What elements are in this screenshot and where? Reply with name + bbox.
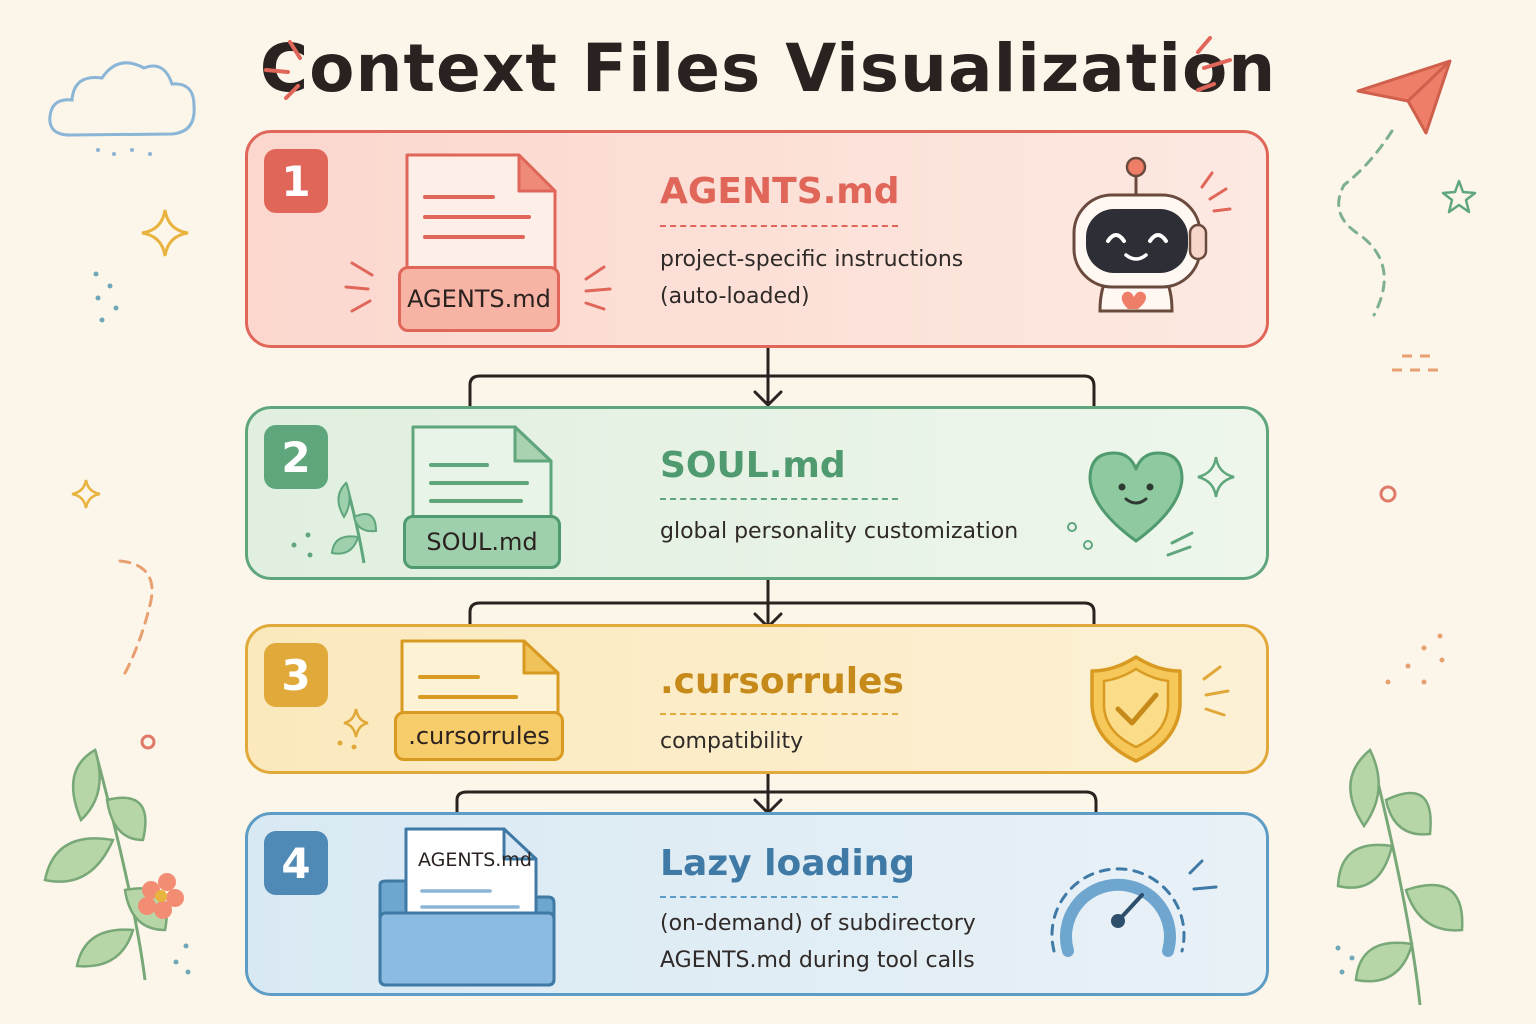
sparkle-icon xyxy=(1197,456,1235,498)
step-card-soul: 2 SOUL.md SOUL.md global personality cus… xyxy=(245,406,1269,580)
file-label: .cursorrules xyxy=(394,711,564,761)
dots-icon xyxy=(1335,945,1355,975)
dots-icon xyxy=(173,943,191,975)
dots-icon xyxy=(1385,633,1445,685)
file-label: SOUL.md xyxy=(403,515,561,569)
robot-icon xyxy=(1072,156,1208,313)
step-description: (on-demand) of subdirectory AGENTS.md du… xyxy=(660,911,976,973)
shield-check-icon xyxy=(1090,655,1182,763)
sparkle-lines-icon xyxy=(1200,171,1232,213)
step-card-cursorrules: 3 .cursorrules .cursorrules compatibilit… xyxy=(245,624,1269,774)
star-icon xyxy=(1441,179,1477,214)
sparkle-lines-icon xyxy=(584,265,612,311)
document-icon xyxy=(400,639,560,735)
dots-icon xyxy=(93,271,119,323)
connector-2-3 xyxy=(468,578,1096,629)
dots-icon xyxy=(1067,522,1093,550)
smiling-heart-icon xyxy=(1088,451,1184,543)
step-heading: AGENTS.md xyxy=(660,171,900,212)
leaf-sprig-icon xyxy=(330,481,378,564)
ring-icon xyxy=(1379,485,1397,503)
heading-underline xyxy=(660,896,898,898)
step-number-badge: 2 xyxy=(264,425,328,489)
step-heading: SOUL.md xyxy=(660,445,846,486)
step-heading: .cursorrules xyxy=(660,661,904,702)
page-title: Context Files Visualization xyxy=(259,30,1277,107)
file-label: AGENTS.md xyxy=(398,266,560,332)
document-icon xyxy=(405,153,557,279)
sparkle-icon xyxy=(337,708,369,750)
flower-icon xyxy=(138,873,184,919)
step-number-badge: 4 xyxy=(264,831,328,895)
paper-plane-icon xyxy=(1356,59,1452,135)
heading-underline xyxy=(660,713,898,715)
dots-icon xyxy=(291,532,313,558)
step-card-lazy-loading: 4 AGENTS.md Lazy loading (on-demand) of … xyxy=(245,812,1269,996)
plant-right-icon xyxy=(1336,748,1464,1006)
sparkle-lines-icon xyxy=(344,261,374,313)
title-sparkle-right-icon xyxy=(1196,36,1232,92)
dashed-swirl-icon xyxy=(118,559,154,677)
plant-left-icon xyxy=(43,748,184,981)
sparkle-lines-icon xyxy=(1188,859,1218,891)
title-sparkle-left-icon xyxy=(264,40,302,100)
step-description: project-specific instructions (auto-load… xyxy=(660,247,964,309)
sparkle-lines-icon xyxy=(1202,665,1230,717)
connector-3-4 xyxy=(455,772,1098,815)
small-sparkle-icon xyxy=(71,479,101,509)
sparkle-icon xyxy=(141,209,189,257)
dash-marks-icon xyxy=(1392,354,1438,372)
step-heading: Lazy loading xyxy=(660,843,916,884)
connector-1-2 xyxy=(468,346,1096,408)
step-number-badge: 3 xyxy=(264,643,328,707)
heading-underline xyxy=(660,225,898,227)
dashed-trail-icon xyxy=(1337,129,1394,317)
sparkle-lines-icon xyxy=(1166,531,1194,557)
step-description: global personality customization xyxy=(660,519,1019,544)
cloud-icon xyxy=(48,61,196,156)
heading-underline xyxy=(660,498,898,500)
file-label: AGENTS.md xyxy=(418,849,532,871)
step-number-badge: 1 xyxy=(264,149,328,213)
step-card-agents: 1 AGENTS.md AGENTS.md project-specific i… xyxy=(245,130,1269,348)
speedometer-icon xyxy=(1050,867,1186,957)
folder-icon xyxy=(378,827,556,987)
document-icon xyxy=(411,425,553,531)
ring-icon xyxy=(140,734,156,750)
step-description: compatibility xyxy=(660,729,804,754)
